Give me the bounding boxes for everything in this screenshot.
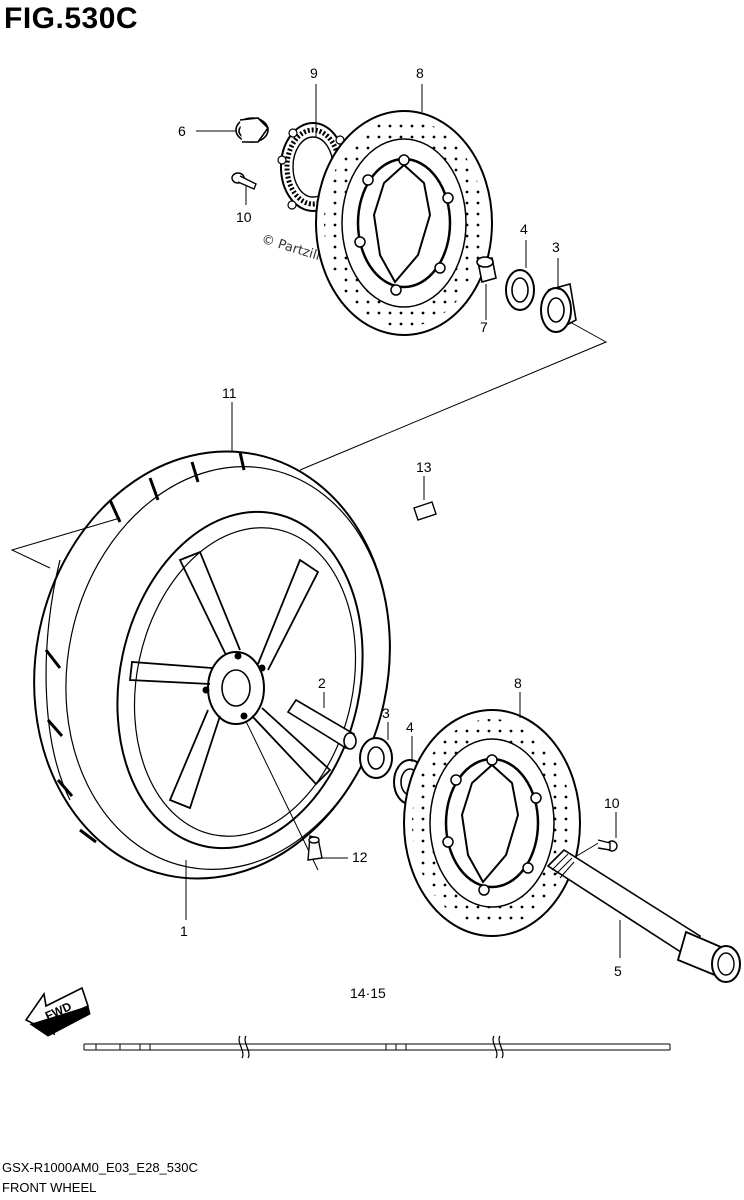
bolt-part-10-bottom — [597, 839, 618, 852]
bearing-part-3-top — [540, 282, 577, 333]
callout-2: 2 — [318, 675, 326, 691]
leader-lines — [185, 84, 621, 958]
callout-9: 9 — [310, 65, 318, 81]
callout-8-bottom: 8 — [514, 675, 522, 691]
callout-10-top: 10 — [236, 209, 252, 225]
brake-disc-part-8-bottom — [403, 709, 581, 937]
spacer-tube-part-2 — [286, 698, 357, 750]
axle-part-5 — [546, 848, 741, 983]
bolt-part-10-top — [231, 172, 257, 190]
brake-disc-part-8-top — [315, 110, 493, 336]
spacer-part-7 — [476, 256, 497, 284]
note-label: 14·15 — [350, 985, 386, 1001]
callout-4-bottom: 4 — [406, 719, 414, 735]
bearing-part-3-bottom — [359, 737, 393, 779]
rod-scale-line — [83, 1035, 671, 1059]
callout-4-top: 4 — [520, 221, 528, 237]
callout-3-top: 3 — [552, 239, 560, 255]
valve-part-12 — [307, 835, 323, 861]
collar-part-6 — [235, 117, 270, 143]
callout-3-bottom: 3 — [382, 705, 390, 721]
callout-7: 7 — [480, 319, 488, 335]
fwd-arrow-icon: FWD — [24, 986, 91, 1037]
balance-weight-part-13 — [413, 501, 437, 521]
callout-10-bottom: 10 — [604, 795, 620, 811]
model-code: GSX-R1000AM0_E03_E28_530C — [2, 1160, 198, 1175]
figure-caption: FRONT WHEEL — [2, 1180, 97, 1195]
callout-12: 12 — [352, 849, 368, 865]
callout-1: 1 — [180, 923, 188, 939]
wheel-rim-part-1 — [116, 510, 364, 850]
oil-seal-part-4-top — [505, 269, 535, 311]
callout-13: 13 — [416, 459, 432, 475]
figure-title: FIG.530C — [4, 2, 139, 35]
callout-8-top: 8 — [416, 65, 424, 81]
callout-6: 6 — [178, 123, 186, 139]
callout-5: 5 — [614, 963, 622, 979]
callout-11: 11 — [222, 385, 237, 401]
callouts: 9 8 6 10 4 3 7 11 13 2 8 3 4 10 12 1 5 1… — [178, 65, 622, 1001]
